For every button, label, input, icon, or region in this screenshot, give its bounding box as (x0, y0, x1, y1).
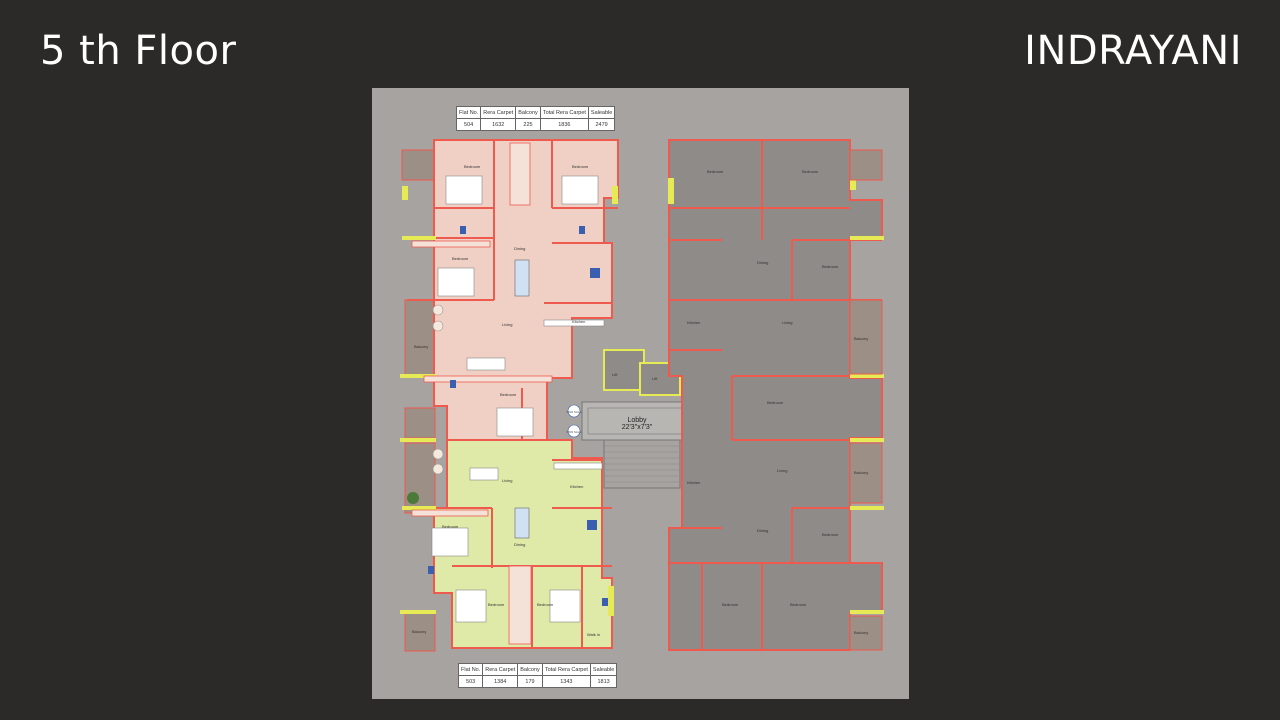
balcony-top-left (401, 149, 437, 181)
label-lift-2: Lift (652, 376, 658, 381)
label-bedroom-503b: Bedroom (488, 602, 505, 607)
balcony-right-lower (849, 442, 883, 504)
slide-title: 5 th Floor (40, 28, 237, 74)
th-saleable: Saleable (589, 663, 618, 676)
label-bedroom-504d: Bedroom (500, 392, 517, 397)
label-bedroom-504a: Bedroom (464, 164, 481, 169)
label-bedroom-r3: Bedroom (822, 264, 839, 269)
label-kitchen-504: Kitchen (572, 319, 585, 324)
balcony-left-lower (404, 407, 436, 439)
lift-1 (603, 349, 645, 391)
td-rera-carpet: 1632 (480, 118, 517, 131)
td-rera-carpet: 1384 (482, 675, 519, 688)
td-total-rera: 1836 (539, 118, 589, 131)
label-balcony-503: Balcony (412, 629, 426, 634)
plant-icon (407, 492, 419, 504)
td-total-rera: 1343 (541, 675, 591, 688)
th-flat-no: Flat No. (457, 663, 484, 676)
label-bedroom-504b: Bedroom (572, 164, 589, 169)
label-bedroom-503c: Bedroom (537, 602, 554, 607)
label-living-r2: Living (777, 468, 787, 473)
label-balcony-r3: Balcony (854, 630, 868, 635)
label-bedroom-r1: Bedroom (707, 169, 724, 174)
label-dining-503: Dining (514, 542, 525, 547)
label-kitchen-r1: Kitchen (687, 320, 700, 325)
floor-plan-board: Lobby 22'3"x7'3" #504 SALE #503 SALE (372, 88, 909, 699)
label-bedroom-503a: Bedroom (442, 524, 459, 529)
project-name: INDRAYANI (1024, 28, 1242, 74)
th-balcony: Balcony (515, 106, 541, 119)
label-balcony-r2: Balcony (854, 470, 868, 475)
lift-2 (639, 362, 681, 396)
th-total-rera: Total Rera Carpet (539, 106, 589, 119)
td-flat-no: 504 (455, 118, 482, 131)
label-balcony-r1: Balcony (854, 336, 868, 341)
th-rera-carpet: Rera Carpet (480, 106, 517, 119)
th-total-rera: Total Rera Carpet (541, 663, 591, 676)
balcony-right-mid (849, 299, 883, 375)
th-saleable: Saleable (587, 106, 616, 119)
th-rera-carpet: Rera Carpet (482, 663, 519, 676)
balcony-top-right (849, 149, 883, 181)
balcony-left-mid (404, 299, 436, 377)
label-bedroom-r2: Bedroom (802, 169, 819, 174)
td-saleable: 2479 (587, 118, 616, 131)
balcony-bottom-right (849, 615, 883, 651)
label-bedroom-r7: Bedroom (790, 602, 807, 607)
th-flat-no: Flat No. (455, 106, 482, 119)
label-kitchen-503: Kitchen (570, 484, 583, 489)
label-dining-504: Dining (514, 246, 525, 251)
td-saleable: 1813 (589, 675, 618, 688)
label-lift-1: Lift (612, 372, 618, 377)
sold-tag-503: #503 SALE (566, 430, 581, 434)
area-table-504: Flat No. Rera Carpet Balcony Total Rera … (455, 106, 616, 131)
label-dining-r2: Dining (757, 528, 768, 533)
th-balcony: Balcony (517, 663, 543, 676)
lobby-dimension: 22'3"x7'3" (622, 424, 653, 431)
td-balcony: 179 (517, 675, 543, 688)
label-walkin-503: Walk in (587, 632, 600, 637)
area-table-503: Flat No. Rera Carpet Balcony Total Rera … (457, 663, 618, 688)
td-balcony: 225 (515, 118, 541, 131)
sold-tag-504: #504 SALE (566, 410, 581, 414)
label-bedroom-r4: Bedroom (767, 400, 784, 405)
label-living-504: Living (502, 322, 512, 327)
balcony-bottom-left (404, 612, 436, 652)
floor-plan-drawing: Lobby 22'3"x7'3" #504 SALE #503 SALE (400, 139, 884, 652)
right-wing-units (668, 139, 883, 651)
label-living-r1: Living (782, 320, 792, 325)
label-kitchen-r2: Kitchen (687, 480, 700, 485)
label-living-503: Living (502, 478, 512, 483)
label-bedroom-r6: Bedroom (722, 602, 739, 607)
label-balcony-504: Balcony (414, 344, 428, 349)
td-flat-no: 503 (457, 675, 484, 688)
label-bedroom-r5: Bedroom (822, 532, 839, 537)
label-dining-r1: Dining (757, 260, 768, 265)
lobby-label: Lobby (627, 417, 647, 424)
label-bedroom-504c: Bedroom (452, 256, 469, 261)
